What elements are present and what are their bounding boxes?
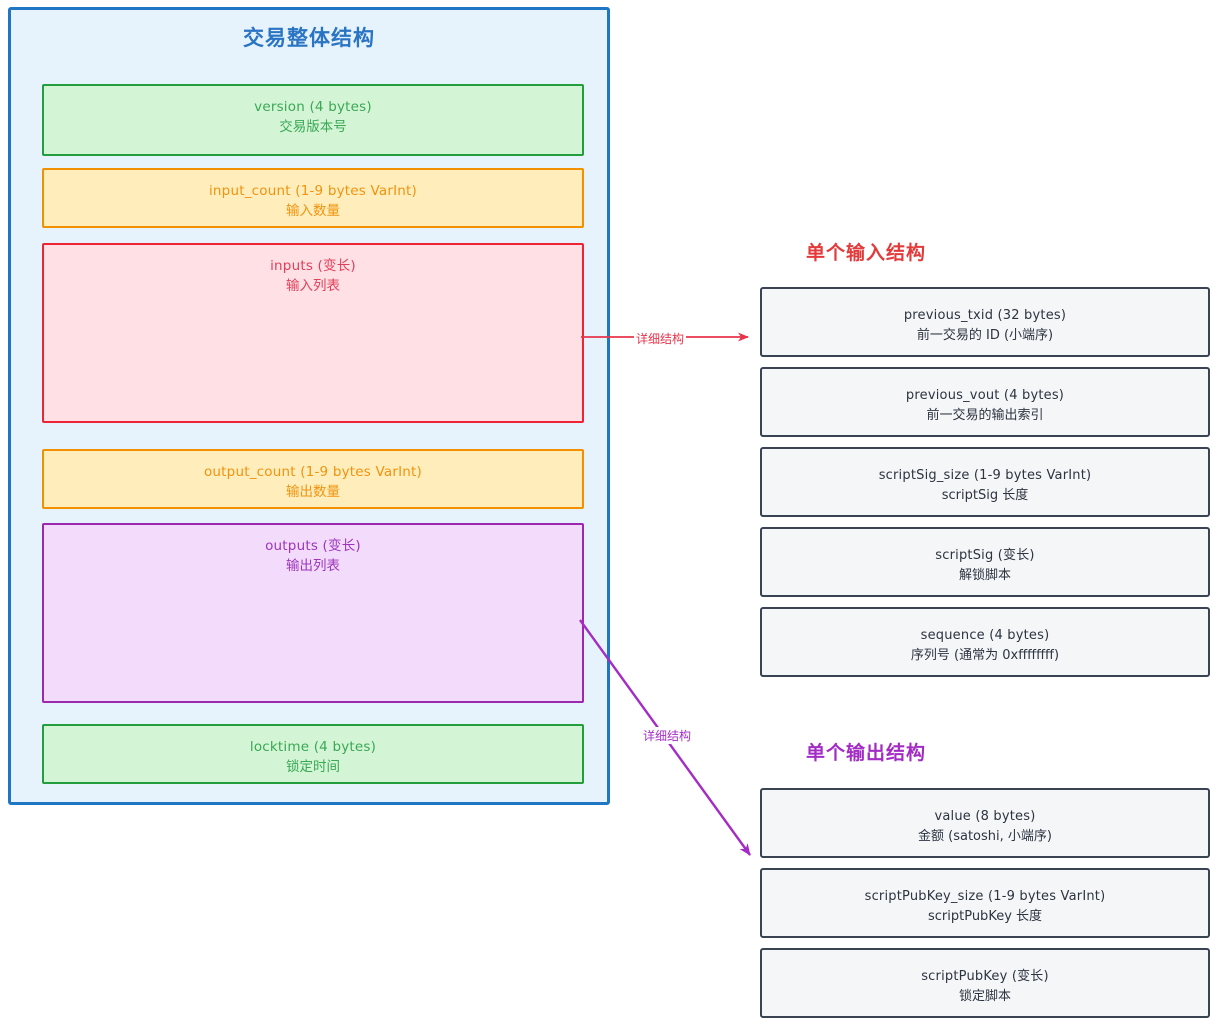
- field-text-outputs: outputs (变长) 输出列表: [44, 537, 582, 576]
- detail-text-previous-txid: previous_txid (32 bytes) 前一交易的 ID (小端序): [762, 306, 1208, 345]
- field-desc-input-count: 输入数量: [286, 202, 340, 219]
- detail-desc-previous-vout: 前一交易的输出索引: [926, 407, 1044, 423]
- field-name-output-count: output_count (1-9 bytes VarInt): [203, 464, 423, 480]
- detail-box-sequence[interactable]: sequence (4 bytes) 序列号 (通常为 0xffffffff): [760, 607, 1210, 677]
- detail-text-scriptpubkey: scriptPubKey (变长) 锁定脚本: [762, 967, 1208, 1006]
- detail-box-previous-txid[interactable]: previous_txid (32 bytes) 前一交易的 ID (小端序): [760, 287, 1210, 357]
- field-desc-inputs: 输入列表: [286, 277, 340, 294]
- field-desc-locktime: 锁定时间: [286, 758, 340, 775]
- detail-name-previous-txid: previous_txid (32 bytes): [903, 308, 1067, 323]
- detail-desc-sequence: 序列号 (通常为 0xffffffff): [910, 647, 1060, 663]
- detail-name-sequence: sequence (4 bytes): [920, 628, 1050, 643]
- field-text-inputs: inputs (变长) 输入列表: [44, 257, 582, 296]
- field-name-outputs: outputs (变长): [265, 538, 361, 554]
- detail-text-scriptsig-size: scriptSig_size (1-9 bytes VarInt) script…: [762, 466, 1208, 505]
- detail-box-scriptpubkey[interactable]: scriptPubKey (变长) 锁定脚本: [760, 948, 1210, 1018]
- field-name-locktime: locktime (4 bytes): [249, 739, 377, 755]
- output-structure-panel: 单个输出结构 value (8 bytes) 金额 (satoshi, 小端序)…: [760, 730, 1212, 1020]
- field-text-output-count: output_count (1-9 bytes VarInt) 输出数量: [44, 463, 582, 502]
- detail-name-value: value (8 bytes): [934, 809, 1036, 824]
- field-desc-output-count: 输出数量: [286, 483, 340, 500]
- field-desc-outputs: 输出列表: [286, 557, 340, 574]
- detail-desc-scriptpubkey-size: scriptPubKey 长度: [927, 908, 1043, 924]
- detail-desc-value: 金额 (satoshi, 小端序): [918, 828, 1052, 844]
- transaction-structure-panel: 交易整体结构 version (4 bytes) 交易版本号 input_cou…: [8, 7, 610, 805]
- field-box-version[interactable]: version (4 bytes) 交易版本号: [42, 84, 584, 156]
- field-name-inputs: inputs (变长): [270, 258, 356, 274]
- connector-label-inputs: 详细结构: [634, 330, 687, 347]
- field-text-version: version (4 bytes) 交易版本号: [44, 98, 582, 137]
- detail-text-scriptsig: scriptSig (变长) 解锁脚本: [762, 546, 1208, 585]
- detail-box-previous-vout[interactable]: previous_vout (4 bytes) 前一交易的输出索引: [760, 367, 1210, 437]
- detail-text-scriptpubkey-size: scriptPubKey_size (1-9 bytes VarInt) scr…: [762, 887, 1208, 926]
- field-name-input-count: input_count (1-9 bytes VarInt): [208, 183, 418, 199]
- input-structure-title: 单个输入结构: [806, 242, 927, 264]
- field-name-version: version (4 bytes): [254, 99, 372, 115]
- output-structure-title: 单个输出结构: [806, 742, 927, 764]
- detail-box-scriptpubkey-size[interactable]: scriptPubKey_size (1-9 bytes VarInt) scr…: [760, 868, 1210, 938]
- detail-desc-scriptsig-size: scriptSig 长度: [941, 487, 1029, 503]
- detail-desc-previous-txid: 前一交易的 ID (小端序): [916, 327, 1054, 343]
- detail-name-scriptsig-size: scriptSig_size (1-9 bytes VarInt): [878, 468, 1092, 483]
- field-text-input-count: input_count (1-9 bytes VarInt) 输入数量: [44, 182, 582, 221]
- field-box-outputs[interactable]: outputs (变长) 输出列表: [42, 523, 584, 703]
- field-box-locktime[interactable]: locktime (4 bytes) 锁定时间: [42, 724, 584, 784]
- detail-text-previous-vout: previous_vout (4 bytes) 前一交易的输出索引: [762, 386, 1208, 425]
- detail-box-scriptsig[interactable]: scriptSig (变长) 解锁脚本: [760, 527, 1210, 597]
- field-text-locktime: locktime (4 bytes) 锁定时间: [44, 738, 582, 777]
- detail-name-previous-vout: previous_vout (4 bytes): [905, 388, 1065, 403]
- detail-name-scriptpubkey-size: scriptPubKey_size (1-9 bytes VarInt): [864, 889, 1106, 904]
- field-desc-version: 交易版本号: [279, 118, 347, 135]
- detail-text-value: value (8 bytes) 金额 (satoshi, 小端序): [762, 807, 1208, 846]
- detail-text-sequence: sequence (4 bytes) 序列号 (通常为 0xffffffff): [762, 626, 1208, 665]
- transaction-structure-title: 交易整体结构: [243, 26, 375, 50]
- input-structure-panel: 单个输入结构 previous_txid (32 bytes) 前一交易的 ID…: [760, 230, 1212, 680]
- connector-label-outputs: 详细结构: [641, 727, 694, 744]
- detail-name-scriptsig: scriptSig (变长): [935, 548, 1035, 563]
- field-box-output-count[interactable]: output_count (1-9 bytes VarInt) 输出数量: [42, 449, 584, 509]
- detail-name-scriptpubkey: scriptPubKey (变长): [921, 969, 1049, 984]
- detail-desc-scriptsig: 解锁脚本: [958, 567, 1011, 583]
- field-box-inputs[interactable]: inputs (变长) 输入列表: [42, 243, 584, 423]
- detail-desc-scriptpubkey: 锁定脚本: [958, 988, 1011, 1004]
- detail-box-scriptsig-size[interactable]: scriptSig_size (1-9 bytes VarInt) script…: [760, 447, 1210, 517]
- field-box-input-count[interactable]: input_count (1-9 bytes VarInt) 输入数量: [42, 168, 584, 228]
- detail-box-value[interactable]: value (8 bytes) 金额 (satoshi, 小端序): [760, 788, 1210, 858]
